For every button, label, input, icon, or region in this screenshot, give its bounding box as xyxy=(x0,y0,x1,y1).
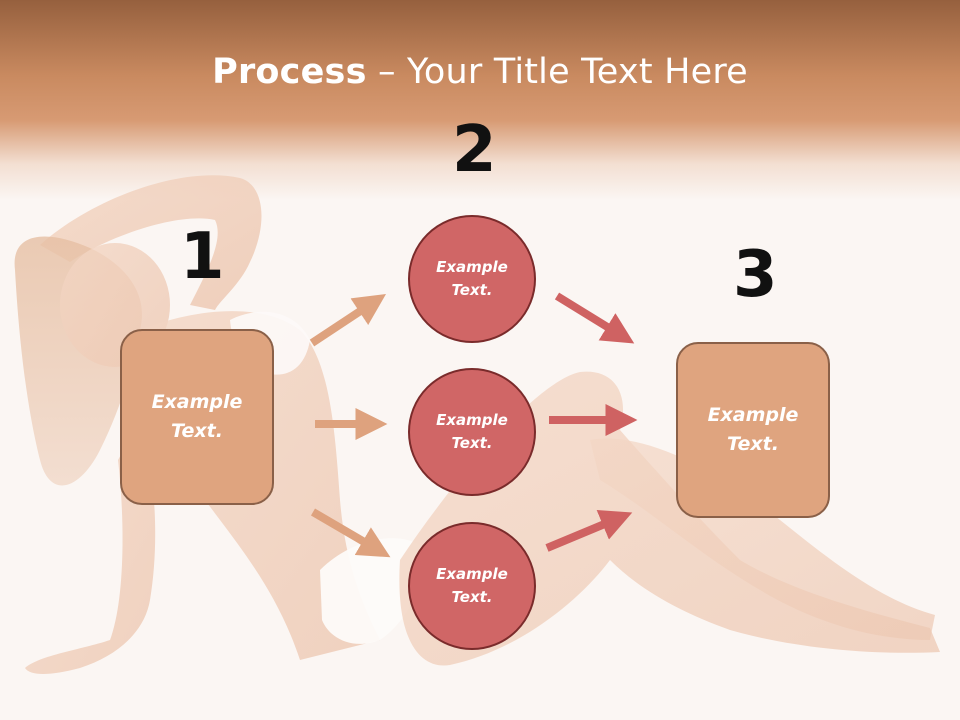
step-2-circle-top: Example Text. xyxy=(408,215,536,343)
header-band xyxy=(0,0,960,200)
arrow-up-right xyxy=(545,510,633,552)
step-3-box-text: Example Text. xyxy=(707,404,799,455)
step-2-circle-middle-text: Example Text. xyxy=(436,411,508,452)
step-2-circle-middle: Example Text. xyxy=(408,368,536,496)
step-2-circle-bottom: Example Text. xyxy=(408,522,536,650)
arrow-down-left xyxy=(310,508,391,558)
step-number-1: 1 xyxy=(180,220,225,294)
step-2-circle-bottom-text: Example Text. xyxy=(436,565,508,606)
step-1-box: Example Text. xyxy=(120,329,274,505)
step-3-box: Example Text. xyxy=(676,342,830,518)
arrow-down-right xyxy=(554,292,635,344)
title-rest: – Your Title Text Here xyxy=(366,52,748,92)
title-bold-part: Process xyxy=(212,52,367,92)
step-number-2: 2 xyxy=(452,113,497,187)
step-2-circle-top-text: Example Text. xyxy=(436,258,508,299)
arrow-up-left xyxy=(309,294,387,347)
step-number-3: 3 xyxy=(733,238,778,312)
step-1-box-text: Example Text. xyxy=(151,391,243,442)
slide-title: Process – Your Title Text Here xyxy=(0,52,960,92)
